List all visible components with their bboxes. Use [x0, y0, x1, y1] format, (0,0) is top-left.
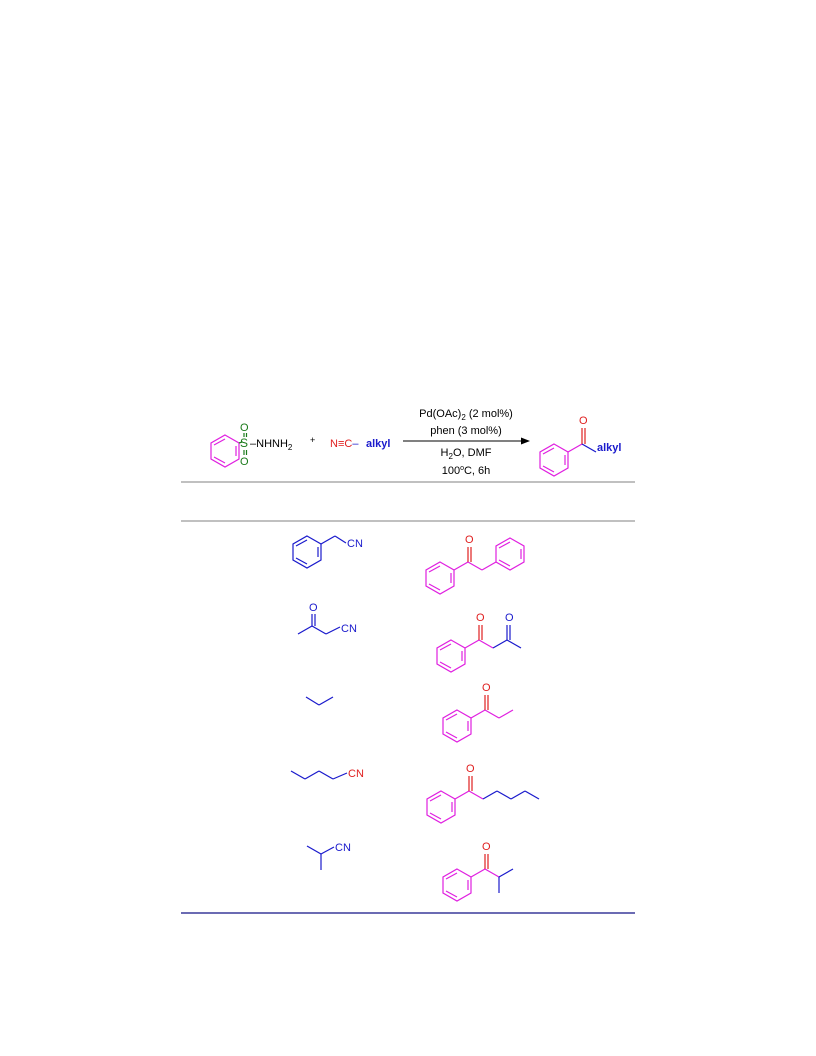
phenyl-ring-reagent	[210, 434, 240, 468]
substrate-cn-label: CN	[348, 768, 364, 780]
product-carbonyl-o: O	[482, 682, 491, 694]
substrate-cn-label: CN	[347, 538, 363, 550]
product-structure: O O	[436, 612, 522, 673]
plus-sign: +	[310, 435, 315, 445]
hydrazide-label: –NHNH2	[250, 438, 293, 452]
reaction-conditions: Pd(OAc)2 (2 mol%) phen (3 mol%)	[419, 408, 513, 437]
product-carbonyl-o: O	[465, 534, 474, 546]
substrate-cn-label: CN	[341, 623, 357, 635]
substrate-structure: O CN	[297, 602, 357, 635]
condition-catalyst: Pd(OAc)2 (2 mol%)	[419, 408, 513, 422]
table-row: CN O	[306, 841, 514, 902]
substrate-cn-label: CN	[335, 842, 351, 854]
sulfonylhydrazide-structure: O S O –NHNH2	[210, 422, 293, 468]
sulfonyl-s: S	[240, 436, 248, 450]
product-structure: O	[442, 682, 514, 743]
substrate-structure: CN	[292, 535, 363, 569]
nitrile-reagent: N≡C– alkyl	[330, 438, 390, 450]
condition-solvent: H2O, DMF	[441, 447, 492, 461]
product-structure: O	[425, 534, 525, 595]
nitrile-label: N≡C–	[330, 438, 359, 450]
reaction-conditions-below: H2O, DMF 100oC, 6h	[441, 447, 492, 477]
product-carbonyl-o: O	[466, 763, 475, 775]
sulfonyl-o-bottom: O	[240, 456, 249, 468]
table-row: CN O	[290, 763, 540, 824]
condition-ligand: phen (3 mol%)	[430, 425, 502, 437]
phenyl-ring-product	[539, 443, 569, 477]
product-alkyl-label: alkyl	[597, 442, 621, 454]
substrate-structure: CN	[306, 842, 351, 870]
table-row: CN O	[292, 534, 525, 595]
sulfonyl-o-top: O	[240, 422, 249, 434]
table-row: O CN O O	[297, 602, 522, 673]
product-ketone-structure: O alkyl	[539, 415, 621, 477]
substrate-structure	[305, 696, 334, 706]
product-structure: O	[442, 841, 514, 902]
substrate-structure: CN	[290, 768, 364, 780]
product-carbonyl-o: O	[476, 612, 485, 624]
condition-temperature: 100oC, 6h	[442, 465, 491, 477]
substrate-carbonyl-o: O	[309, 602, 318, 614]
nitrile-alkyl-label: alkyl	[366, 438, 390, 450]
product-structure: O	[426, 763, 540, 824]
product-acetyl-o: O	[505, 612, 514, 624]
product-carbonyl-o: O	[579, 415, 588, 427]
product-carbonyl-o: O	[482, 841, 491, 853]
reaction-scheme: O S O –NHNH2 + N≡C– alkyl Pd(OAc)2 (2 mo…	[210, 408, 621, 477]
reaction-arrow	[403, 437, 530, 445]
table-row: O	[305, 682, 514, 743]
